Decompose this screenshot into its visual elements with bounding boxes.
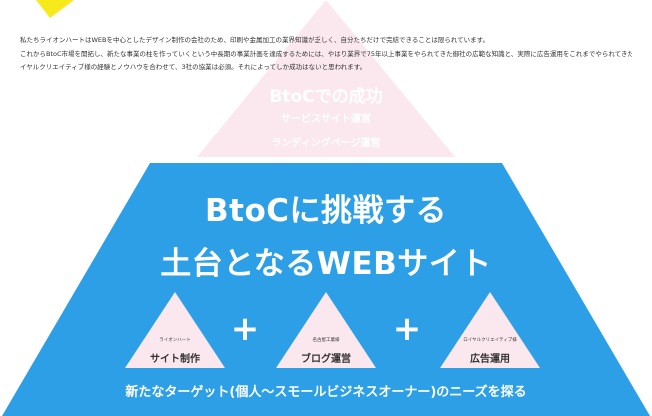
top-tier-line-1: サービスサイト運営: [281, 114, 371, 125]
intro-line-3: イヤルクリエイティブ様の経験とノウハウを合わせて、3社の協業は必須。それによって…: [20, 63, 367, 71]
top-tier-line-2: ランディングページ運営: [271, 138, 381, 149]
corner-accent-shape: [36, 0, 74, 18]
plus-symbol-1: +: [230, 309, 260, 349]
partner-label: ブログ運営: [301, 354, 351, 365]
partner-caption: 名古屋工業様: [312, 338, 340, 343]
partner-lionheart: ライオンハート サイト制作: [125, 292, 225, 368]
top-tier-title: BtoCでの成功: [269, 87, 383, 107]
partner-caption: ライオンハート: [159, 338, 191, 343]
partner-label: 広告運用: [470, 354, 510, 365]
main-tier-title-line-1: BtoCに挑戦する: [205, 193, 447, 229]
top-tier-shape: [197, 0, 455, 157]
partner-caption: ロイヤルクリエイティブ様: [463, 338, 517, 343]
plus-symbol-2: +: [392, 309, 422, 349]
intro-line-2: これからBtoC市場を開拓し、新たな事業の柱を作っていくという中長期の事業計画を…: [20, 49, 632, 58]
partner-nagoya-kogyo: 名古屋工業様 ブログ運営: [276, 292, 376, 368]
partner-label: サイト制作: [150, 354, 200, 365]
partner-royal-creative: ロイヤルクリエイティブ様 広告運用: [440, 292, 540, 368]
intro-line-1: 私たちライオンハートはWEBを中心としたデザイン制作の会社のため、印刷や金属加工…: [20, 36, 490, 44]
main-tier-bottom-text: 新たなターゲット(個人〜スモールビジネスオーナー)のニーズを探る: [125, 385, 527, 400]
intro-text: 私たちライオンハートはWEBを中心としたデザイン制作の会社のため、印刷や金属加工…: [20, 34, 632, 75]
main-tier-title-line-2: 土台となるWEBサイト: [160, 246, 492, 282]
